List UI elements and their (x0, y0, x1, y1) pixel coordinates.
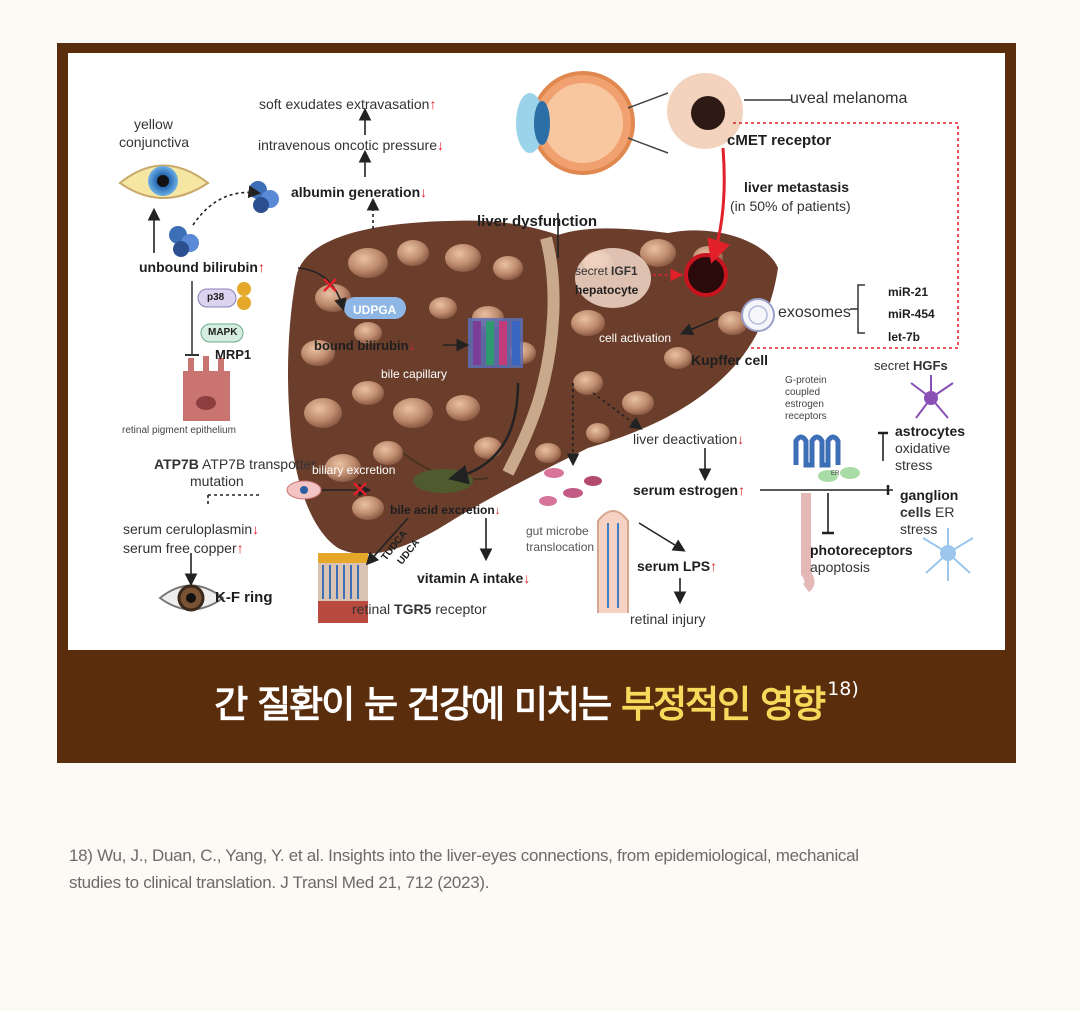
exosomes-icon (741, 284, 865, 334)
label-serum-lps: serum LPS (637, 558, 717, 574)
label-udpga: UDPGA (353, 303, 397, 317)
label-retinal-injury: retinal injury (630, 611, 706, 627)
diagram-graphics (118, 71, 974, 623)
label-bile-capillary: bile capillary (381, 367, 448, 381)
astrocyte-icon (910, 375, 954, 419)
label-liver-dysfunction: liver dysfunction (477, 213, 598, 230)
label-unbound-bilirubin: unbound bilirubin (139, 259, 265, 275)
label-mir454: miR-454 (888, 307, 935, 321)
pathway-arrows (147, 107, 959, 605)
label-oxidative-2: stress (895, 457, 933, 473)
label-ganglion-1: ganglion (900, 487, 959, 503)
yellow-conjunctiva-eye-icon (118, 164, 210, 199)
label-atp7b: ATP7B ATP7B transpotter (154, 456, 317, 472)
label-secret-igf1: secret IGF1 (575, 264, 638, 278)
label-biliary-excretion: biliary excretion (312, 463, 396, 477)
label-retinal-pigment-epithelium: retinal pigment epithelium (122, 425, 236, 436)
uveal-melanoma-icon (667, 73, 791, 149)
label-gprotein-2: coupled (785, 387, 821, 398)
retinal-pigment-epithelium-icon (183, 356, 230, 421)
label-liver-deactivation: liver deactivation (633, 431, 744, 447)
label-photoreceptors-1: photoreceptors (810, 542, 913, 558)
caption-part1: 간 질환이 눈 건강에 미치는 (214, 683, 612, 726)
label-soft-exudates: soft exudates extravasation (259, 96, 436, 112)
label-gut-microbe-1: gut microbe (526, 524, 589, 538)
label-gprotein-1: G-protein (785, 375, 827, 386)
label-yellow-conjunctiva-1: yellow (134, 116, 173, 132)
caption-footnote-mark: 18) (827, 678, 859, 700)
label-kupffer-cell: Kupffer cell (691, 352, 769, 368)
label-uveal-melanoma: uveal melanoma (790, 90, 908, 107)
label-liver-metastasis-1: liver metastasis (744, 179, 850, 195)
label-photoreceptors-2: apoptosis (810, 559, 870, 575)
label-secret-hgfs: secret HGFs (874, 358, 948, 373)
label-exosomes: exosomes (778, 304, 851, 321)
label-serum-free-copper: serum free copper (123, 540, 244, 556)
kf-ring-eye-icon (158, 584, 225, 612)
label-vitamin-a-intake: vitamin A intake (417, 570, 530, 586)
label-mir21: miR-21 (888, 285, 929, 299)
label-albumin-generation: albumin generation (291, 184, 427, 200)
label-hepatocyte: hepatocyte (575, 283, 639, 297)
estrogen-receptor-icon (793, 434, 860, 593)
figure-frame: yellow conjunctiva soft exudates extrava… (57, 43, 1016, 763)
inhibition-crosses (323, 278, 367, 496)
intestine-villi-icon (597, 510, 629, 613)
label-mrp1: MRP1 (215, 347, 252, 362)
liver-eye-diagram: yellow conjunctiva soft exudates extrava… (68, 53, 1005, 650)
label-astrocytes: astrocytes (895, 423, 966, 439)
label-cmet-receptor: cMET receptor (727, 132, 832, 149)
label-yellow-conjunctiva-2: conjunctiva (119, 134, 190, 150)
label-ganglion-2: cells ER (900, 504, 955, 520)
label-let7b: let-7b (888, 330, 921, 344)
label-retinal-tgr5: retinal TGR5 receptor (352, 601, 487, 617)
label-ganglion-3: stress (900, 521, 938, 537)
liver-illustration (288, 220, 778, 554)
ganglion-cell-icon (922, 528, 974, 581)
label-mapk: MAPK (208, 327, 238, 338)
label-gprotein-3: estrogen (785, 399, 824, 410)
reference-line-2: studies to clinical translation. J Trans… (69, 873, 490, 892)
label-gut-microbe-2: translocation (526, 540, 595, 554)
label-er-tag: ER (831, 471, 840, 477)
bile-capillary-icon (468, 318, 523, 368)
label-bile-acid-excretion: bile acid excretion (390, 502, 501, 518)
label-oncotic-pressure: intravenous oncotic pressure (258, 137, 444, 153)
label-cell-activation: cell activation (599, 331, 672, 345)
label-kf-ring: K-F ring (215, 589, 273, 606)
label-atp7b-2: mutation (190, 473, 244, 489)
label-serum-ceruloplasmin: serum ceruloplasmin (123, 521, 259, 537)
label-bound-bilirubin: bound bilirubin (314, 338, 415, 354)
label-p38: p38 (207, 292, 225, 303)
gut-microbe-icon (539, 468, 602, 506)
reference-line-1: 18) Wu, J., Duan, C., Yang, Y. et al. In… (69, 846, 859, 865)
label-oxidative-1: oxidative (895, 440, 951, 456)
caption-highlight: 부정적인 영향 (621, 683, 826, 726)
p38-mapk-pathway-icon (185, 281, 251, 356)
eye-cross-section-icon (516, 71, 669, 175)
reference-footnote: 18) Wu, J., Duan, C., Yang, Y. et al. In… (69, 842, 1019, 896)
label-gprotein-4: receptors (785, 411, 827, 422)
udpga-icon (344, 297, 406, 319)
retinal-layers-icon (318, 553, 368, 623)
label-serum-estrogen: serum estrogen (633, 482, 745, 498)
label-liver-metastasis-2: (in 50% of patients) (730, 198, 851, 214)
